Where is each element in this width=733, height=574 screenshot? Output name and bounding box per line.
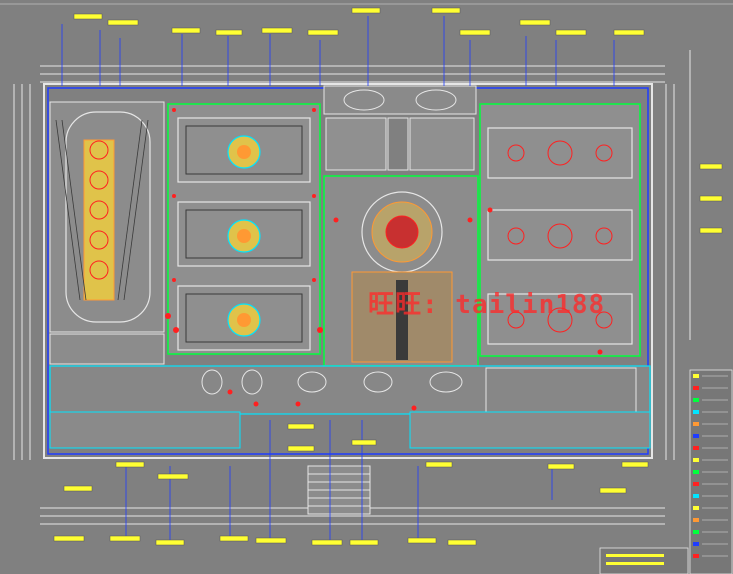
- center-room: [323, 85, 479, 367]
- side-dimension-rails: [13, 50, 691, 460]
- bottom-corridor: [49, 365, 651, 449]
- staircase: [307, 465, 371, 515]
- watermark-text: 旺旺: tailin188: [368, 290, 606, 320]
- light-fixtures: [165, 207, 603, 411]
- top-dimension-rail: [0, 3, 733, 83]
- building-outline: [43, 83, 653, 459]
- left-hall: [49, 101, 165, 365]
- legend-swatch-icon: [693, 374, 699, 558]
- title-block: [599, 547, 689, 574]
- ceiling-medallion-icon: [227, 135, 261, 337]
- right-room: [479, 103, 641, 357]
- center-left-room: [167, 103, 321, 355]
- legend-table: [689, 369, 733, 574]
